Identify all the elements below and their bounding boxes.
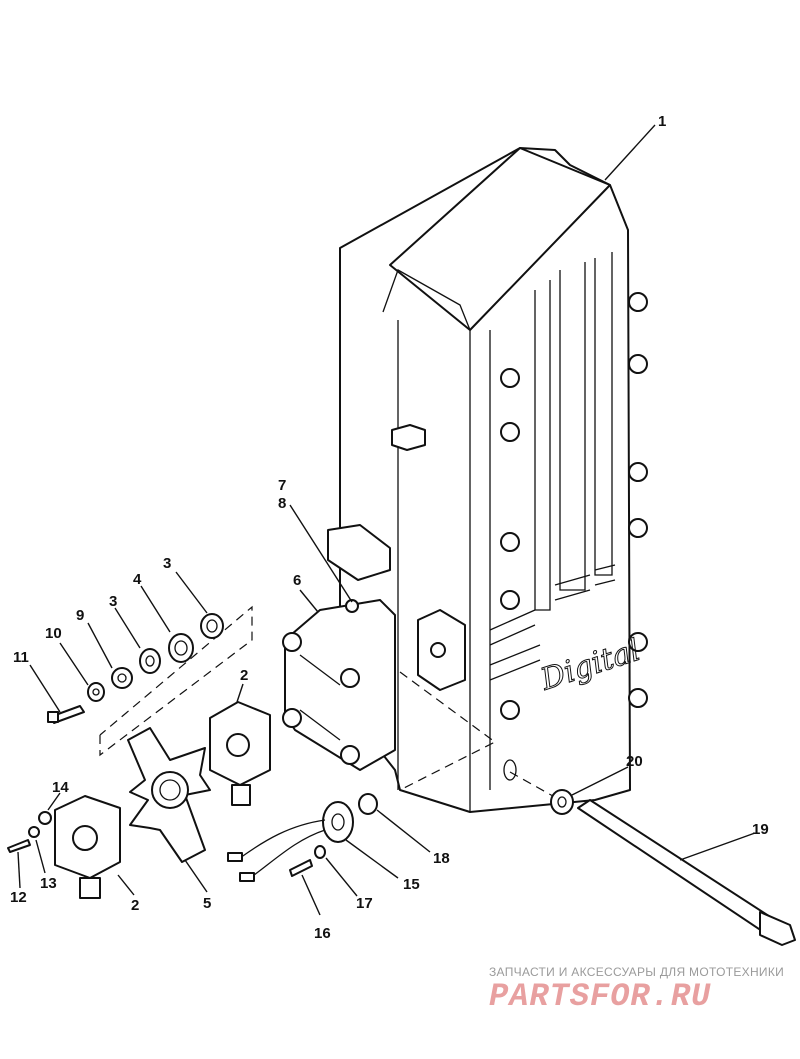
- callout-20: 20: [626, 753, 643, 770]
- watermark-logo: PARTSFOR.RU: [489, 978, 712, 1015]
- assembly-guide-left: [99, 605, 253, 757]
- sensor-part-2-lower: [7, 795, 121, 899]
- long-bolt-part-19: [550, 789, 796, 946]
- assembly-guide-right: [399, 671, 497, 791]
- callout-4: 4: [133, 571, 142, 588]
- callout-7: 7: [278, 477, 286, 494]
- callout-16: 16: [314, 925, 331, 942]
- callouts: 1 2 2 3 3 4 5 6 7 8 9 10 11 12 13 14 15 …: [10, 113, 769, 942]
- callout-14: 14: [52, 779, 69, 796]
- callout-3-top: 3: [163, 555, 171, 572]
- bracket-part-6: [282, 599, 396, 771]
- callout-2-upper: 2: [240, 667, 248, 684]
- callout-11: 11: [13, 649, 29, 666]
- callout-13: 13: [40, 875, 57, 892]
- rotor-plate-part-5: [127, 727, 211, 863]
- callout-1: 1: [658, 113, 666, 130]
- hardware-left-stack: [47, 613, 224, 724]
- callout-2-lower: 2: [131, 897, 139, 914]
- callout-15: 15: [403, 876, 420, 893]
- watermark-caption: ЗАПЧАСТИ И АКСЕССУАРЫ ДЛЯ МОТОТЕХНИКИ: [489, 965, 785, 979]
- housing-part-1: Digital: [327, 147, 648, 813]
- callout-3-middle: 3: [109, 593, 117, 610]
- callout-5: 5: [203, 895, 211, 912]
- callout-17: 17: [356, 895, 373, 912]
- callout-6: 6: [293, 572, 301, 589]
- callout-12: 12: [10, 889, 27, 906]
- leader-lines: [17, 124, 756, 916]
- callout-9: 9: [76, 607, 84, 624]
- cable-grommet-part-15: [227, 793, 378, 882]
- callout-18: 18: [433, 850, 450, 867]
- callout-10: 10: [45, 625, 62, 642]
- sensor-part-2-upper: [209, 701, 271, 806]
- callout-8: 8: [278, 495, 286, 512]
- callout-19: 19: [752, 821, 769, 838]
